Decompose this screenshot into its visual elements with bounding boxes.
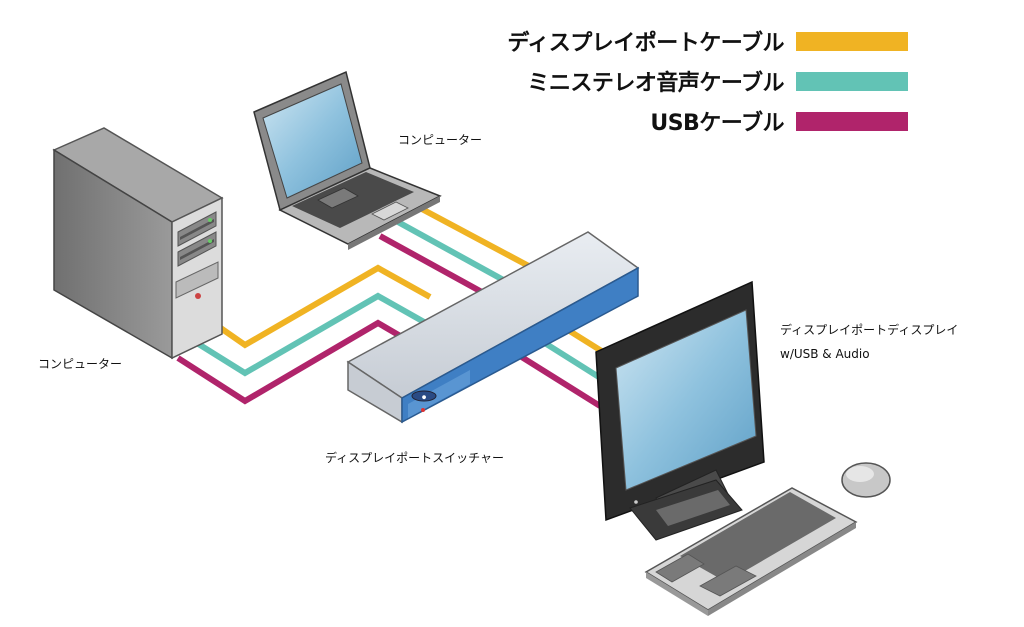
desktop-label: コンピューター: [38, 357, 123, 371]
legend-label-usb: USBケーブル: [650, 111, 784, 136]
legend-swatch-displayport: [796, 31, 908, 51]
monitor-label-line2: w/USB & Audio: [780, 347, 870, 361]
laptop-icon: [253, 70, 442, 250]
legend-swatch-usb: [796, 111, 908, 131]
legend-label-audio: ミニステレオ音声ケーブル: [527, 71, 784, 96]
monitor-label-line1: ディスプレイポートディスプレイ: [780, 323, 959, 337]
svg-text:●: ●: [422, 395, 427, 401]
monitor-icon: [595, 280, 765, 541]
desktop-tower-icon: [52, 127, 224, 360]
keyboard-icon: [644, 487, 858, 616]
legend-swatch-audio: [796, 71, 908, 91]
legend-label-displayport: ディスプレイポートケーブル: [507, 31, 784, 56]
cable-usb-monitor: [518, 353, 602, 409]
cable-audio-desktop: [190, 292, 442, 377]
legend-item-audio: ミニステレオ音声ケーブル: [527, 67, 908, 96]
cable-displayport-laptop: [418, 205, 542, 275]
cable-displayport-desktop: [210, 264, 432, 349]
laptop-label: コンピューター: [398, 133, 483, 147]
mouse-icon: [841, 462, 891, 498]
legend-item-usb: USBケーブル: [650, 107, 908, 136]
cable-audio-laptop: [396, 219, 520, 291]
kvm-switch-icon: ●: [346, 231, 640, 424]
switch-label: ディスプレイポートスイッチャー: [325, 451, 505, 465]
legend-item-displayport: ディスプレイポートケーブル: [507, 27, 908, 56]
